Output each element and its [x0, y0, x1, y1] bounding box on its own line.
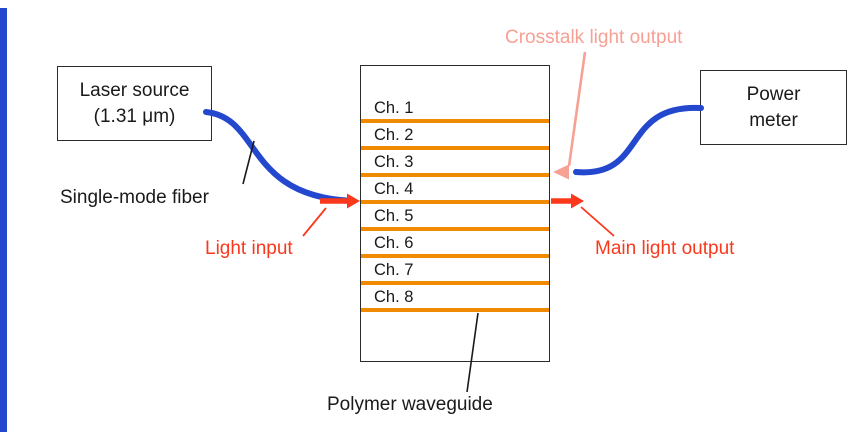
channel-line: [361, 254, 549, 258]
power-meter-line1: Power: [746, 84, 801, 106]
laser-source-line1: Laser source: [79, 80, 190, 102]
channel-label: Ch. 7: [374, 261, 414, 279]
laser-source-line2: (1.31 μm): [93, 105, 176, 127]
channel-label: Ch. 5: [374, 207, 414, 225]
power-meter-text: Power meter: [747, 82, 801, 132]
power-meter-box: Power meter: [700, 70, 847, 145]
waveguide-channel-3: Ch. 3: [361, 152, 549, 177]
waveguide-channel-4: Ch. 4: [361, 179, 549, 204]
waveguide-box: Ch. 1 Ch. 2 Ch. 3 Ch. 4 Ch. 5 Ch. 6 Ch. …: [360, 65, 550, 362]
channel-line: [361, 146, 549, 150]
light-input-label: Light input: [205, 238, 293, 259]
waveguide-channel-6: Ch. 6: [361, 233, 549, 258]
waveguide-channel-8: Ch. 8: [361, 287, 549, 312]
channel-label: Ch. 8: [374, 288, 414, 306]
power-meter-line2: meter: [749, 109, 798, 131]
channel-line: [361, 173, 549, 177]
input-fiber-curve: [203, 109, 355, 204]
laser-source-text: Laser source (1.31 μm): [80, 78, 190, 128]
crosstalk-light-output-label: Crosstalk light output: [505, 27, 683, 48]
waveguide-channel-2: Ch. 2: [361, 125, 549, 150]
light-input-pointer-line: [302, 207, 327, 237]
channel-label: Ch. 4: [374, 180, 414, 198]
channel-line: [361, 281, 549, 285]
channel-label: Ch. 3: [374, 153, 414, 171]
channel-line: [361, 227, 549, 231]
channel-label: Ch. 1: [374, 99, 414, 117]
crosstalk-arrow-head: [553, 164, 569, 180]
light-input-arrow-head: [347, 193, 360, 209]
crosstalk-pointer-line: [567, 51, 587, 167]
channel-line: [361, 200, 549, 204]
polymer-waveguide-label: Polymer waveguide: [327, 394, 493, 415]
laser-source-box: Laser source (1.31 μm): [57, 66, 212, 141]
waveguide-channel-1: Ch. 1: [361, 98, 549, 123]
channel-line: [361, 308, 549, 312]
waveguide-channel-7: Ch. 7: [361, 260, 549, 285]
output-fiber-curve: [573, 104, 704, 176]
waveguide-channel-5: Ch. 5: [361, 206, 549, 231]
channel-label: Ch. 6: [374, 234, 414, 252]
single-mode-fiber-label: Single-mode fiber: [60, 187, 209, 208]
left-edge-accent-bar: [0, 8, 7, 432]
single-mode-fiber-pointer-line: [242, 140, 255, 185]
channel-line: [361, 119, 549, 123]
channel-label: Ch. 2: [374, 126, 414, 144]
main-light-output-pointer-line: [580, 206, 615, 237]
main-light-output-arrow-head: [571, 193, 584, 209]
main-light-output-label: Main light output: [595, 238, 735, 259]
